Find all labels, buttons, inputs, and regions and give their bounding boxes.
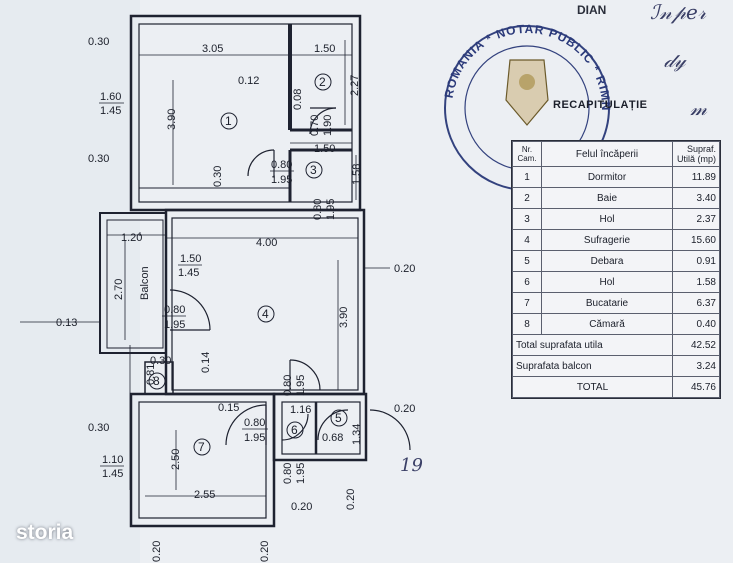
svg-text:0.30: 0.30	[150, 355, 171, 367]
dimension-labels: 0.30 3.05 1.50 0.12 2.27 0.08 1.60 1.45 …	[56, 36, 415, 562]
room-number-7: 7	[198, 440, 205, 454]
svg-text:0.30: 0.30	[212, 166, 224, 187]
room-numbers	[148, 73, 348, 456]
room-number-4: 4	[262, 307, 269, 321]
svg-text:1.90: 1.90	[322, 115, 334, 136]
svg-text:0.20: 0.20	[345, 489, 357, 510]
svg-text:0.15: 0.15	[218, 402, 239, 414]
storia-logo: storia	[16, 521, 74, 544]
header-nr: Nr. Cam.	[512, 141, 542, 167]
inner-walls	[139, 24, 352, 454]
svg-text:0.68: 0.68	[322, 432, 343, 444]
signature-3: 𝓂	[690, 96, 707, 120]
svg-text:0.12: 0.12	[238, 75, 259, 87]
handwritten-note: 19	[400, 455, 423, 476]
svg-text:3.05: 3.05	[202, 43, 223, 55]
svg-text:1.45: 1.45	[102, 468, 123, 480]
svg-text:1.95: 1.95	[271, 174, 292, 186]
svg-text:0.30: 0.30	[88, 153, 109, 165]
svg-text:1.95: 1.95	[164, 319, 185, 331]
recap-title: RECAPITULAȚIE	[553, 99, 648, 111]
svg-text:1.34: 1.34	[351, 424, 363, 445]
room-number-2: 2	[319, 75, 326, 89]
table-header-row: Nr. Cam. Felul încăperii Supraf. Utilă (…	[512, 141, 720, 167]
svg-text:1.45: 1.45	[100, 105, 121, 117]
svg-text:1.50: 1.50	[314, 43, 335, 55]
svg-text:2.50: 2.50	[170, 449, 182, 470]
door-swings	[169, 107, 411, 451]
svg-text:0.30: 0.30	[88, 422, 109, 434]
signature-2: 𝒹𝓎	[664, 48, 686, 72]
svg-text:0.80: 0.80	[312, 199, 324, 220]
svg-text:0.70: 0.70	[309, 115, 321, 136]
svg-text:0.80: 0.80	[271, 159, 292, 171]
svg-text:0.20: 0.20	[291, 501, 312, 513]
svg-text:1.95: 1.95	[295, 375, 307, 396]
svg-text:1.95: 1.95	[244, 432, 265, 444]
svg-text:1.50: 1.50	[314, 143, 335, 155]
svg-text:0.80: 0.80	[244, 417, 265, 429]
svg-text:3.90: 3.90	[166, 109, 178, 130]
room-number-1: 1	[225, 114, 232, 128]
svg-text:1.95: 1.95	[295, 463, 307, 484]
svg-text:0.80: 0.80	[282, 375, 294, 396]
svg-text:0.80: 0.80	[282, 463, 294, 484]
room-number-6: 6	[291, 423, 298, 437]
svg-text:0.30: 0.30	[88, 36, 109, 48]
svg-text:4.00: 4.00	[256, 237, 277, 249]
svg-text:0.80: 0.80	[164, 304, 185, 316]
room-number-5: 5	[335, 411, 342, 425]
svg-text:0.08: 0.08	[292, 89, 304, 110]
svg-text:1.60: 1.60	[100, 91, 121, 103]
svg-text:0.81: 0.81	[145, 364, 157, 385]
signature-1: ℐ𝓃𝓅𝑒𝓇	[650, 0, 707, 24]
svg-text:2.70: 2.70	[113, 279, 125, 300]
svg-text:1.50: 1.50	[180, 253, 201, 265]
top-label: DIAN	[577, 3, 606, 17]
svg-text:1.58: 1.58	[351, 164, 363, 185]
svg-text:0.14: 0.14	[200, 352, 212, 373]
svg-text:2.27: 2.27	[349, 75, 361, 96]
svg-text:1.95: 1.95	[325, 199, 337, 220]
svg-text:3.90: 3.90	[338, 307, 350, 328]
svg-text:1.10: 1.10	[102, 454, 123, 466]
svg-text:2.55: 2.55	[194, 489, 215, 501]
svg-text:1.45: 1.45	[178, 267, 199, 279]
header-name: Felul încăperii	[541, 141, 673, 167]
svg-text:0.20: 0.20	[394, 403, 415, 415]
room-number-3: 3	[310, 163, 317, 177]
svg-text:0.13: 0.13	[56, 317, 77, 329]
svg-text:1.20: 1.20	[121, 232, 142, 244]
outer-walls	[99, 14, 368, 528]
svg-text:1.16: 1.16	[290, 404, 311, 416]
svg-text:0.20: 0.20	[151, 541, 163, 562]
dimension-lines	[20, 40, 390, 497]
room-number-8: 8	[153, 374, 160, 388]
svg-text:0.20: 0.20	[394, 263, 415, 275]
svg-text:0.20: 0.20	[259, 541, 271, 562]
area-table: Nr. Cam. Felul încăperii Supraf. Utilă (…	[511, 140, 721, 399]
header-area: Supraf. Utilă (mp)	[672, 141, 720, 167]
balcony-label: Balcon	[139, 266, 151, 300]
